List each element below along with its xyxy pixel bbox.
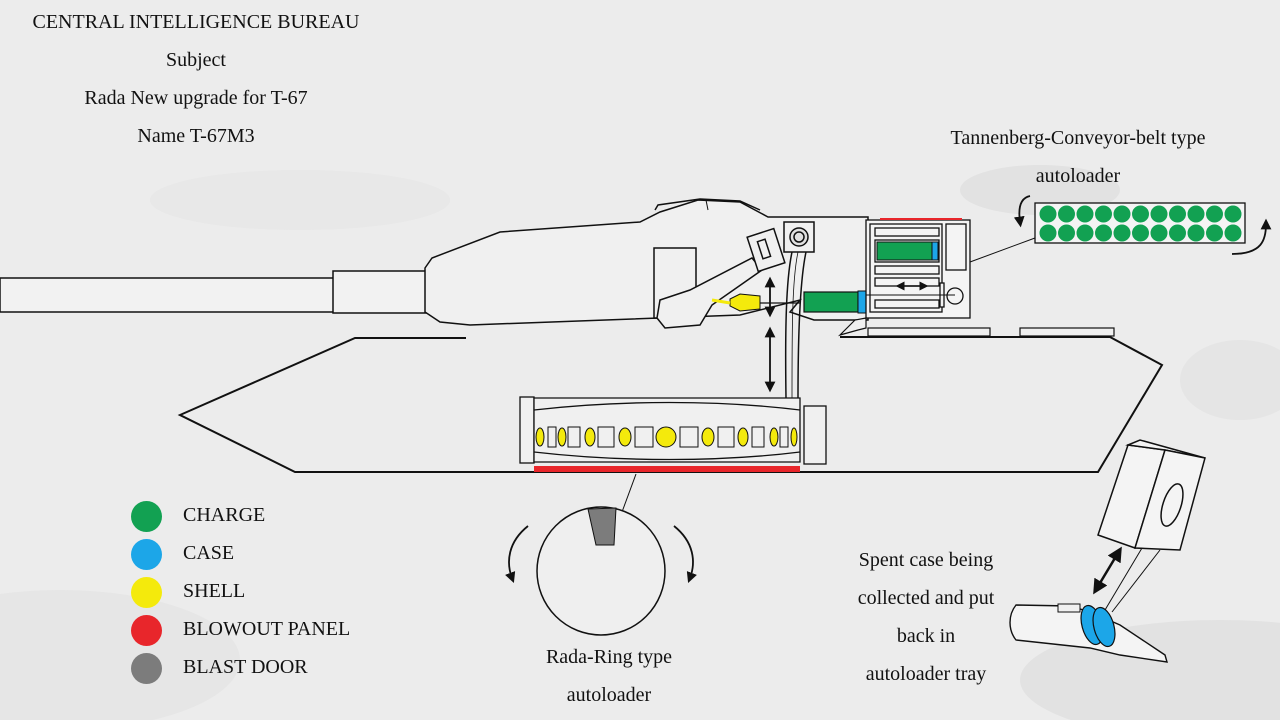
breech-arm (656, 227, 786, 329)
legend-label-blowout-panel: BLOWOUT PANEL (183, 618, 351, 640)
agency-title: CENTRAL INTELLIGENCE BUREAU (32, 11, 360, 33)
conveyor-charge (1039, 205, 1057, 223)
conveyor-charge (1076, 224, 1094, 242)
legend-label-charge: CHARGE (183, 504, 266, 526)
conveyor-label-line2: autoloader (1035, 165, 1121, 187)
hull-plate-1 (867, 327, 991, 337)
spent-case (1080, 604, 1116, 648)
legend-swatch-case (131, 539, 162, 570)
feed-chute (783, 221, 815, 399)
conveyor-charge (1206, 224, 1223, 242)
conveyor-charge (1095, 224, 1112, 242)
bustle-autoloader (865, 219, 971, 319)
bustle-floor (837, 317, 867, 337)
conveyor-charge (1039, 224, 1057, 242)
spent-label-line2: collected and put (857, 587, 995, 609)
conveyor-charge (1113, 205, 1131, 223)
conveyor-charge (1095, 205, 1112, 223)
spent-label-line4: autoloader tray (865, 663, 987, 685)
conveyor-charge (1169, 224, 1186, 242)
ring-blast-door (587, 507, 617, 546)
case-collector-box (1097, 439, 1206, 551)
ring-top-view (536, 506, 666, 636)
conveyor-charge (1150, 205, 1168, 223)
subject-label: Subject (166, 49, 226, 71)
legend-label-case: CASE (183, 542, 235, 564)
ring-label-line1: Rada-Ring type (545, 646, 673, 668)
ring-label-line2: autoloader (566, 684, 652, 706)
ring-callout-line (621, 473, 637, 513)
legend-label-shell: SHELL (183, 580, 246, 602)
upgrade-label: Rada New upgrade for T-67 (84, 87, 308, 109)
breech-shell (729, 293, 761, 312)
conveyor-label-line1: Tannenberg-Conveyor-belt type (950, 127, 1206, 149)
ring-rotate-left-arrow (505, 525, 529, 584)
loading-case (857, 290, 867, 314)
conveyor-charge (1169, 205, 1186, 223)
ring-blowout-panel (534, 466, 800, 472)
loading-charge (803, 291, 859, 313)
conveyor-charge (1187, 224, 1205, 242)
conveyor-in-arrow (1013, 195, 1031, 228)
hull-plate-2 (1019, 327, 1115, 337)
conveyor-charge (1224, 224, 1242, 242)
spent-label-line3: back in (896, 625, 956, 647)
conveyor-charge (1187, 205, 1205, 223)
turret (424, 198, 869, 326)
bustle-charge (876, 241, 935, 261)
conveyor-charge (1224, 205, 1242, 223)
conveyor-charge (1058, 224, 1075, 242)
legend-label-blast-door: BLAST DOOR (183, 656, 308, 678)
conveyor-out-arrow (1231, 218, 1272, 255)
conveyor-charge (1132, 205, 1149, 223)
conveyor-charge (1150, 224, 1168, 242)
legend-swatch-blowout-panel (131, 615, 162, 646)
conveyor-charge (1206, 205, 1223, 223)
conveyor-charge (1076, 205, 1094, 223)
ring-rotate-right-arrow (673, 525, 697, 584)
conveyor-charges (1039, 205, 1242, 242)
ring-rounds (535, 426, 798, 448)
name-label: Name T-67M3 (137, 125, 255, 147)
spent-label-line1: Spent case being (858, 549, 994, 571)
bustle-case (931, 241, 939, 261)
legend-swatch-blast-door (131, 653, 162, 684)
case-transfer-arrow (1093, 546, 1122, 595)
conveyor-charge (1132, 224, 1149, 242)
conveyor-charge (1058, 205, 1075, 223)
conveyor-charge (1113, 224, 1131, 242)
legend-swatch-charge (131, 501, 162, 532)
conveyor-callout-line (969, 237, 1036, 263)
legend-swatch-shell (131, 577, 162, 608)
